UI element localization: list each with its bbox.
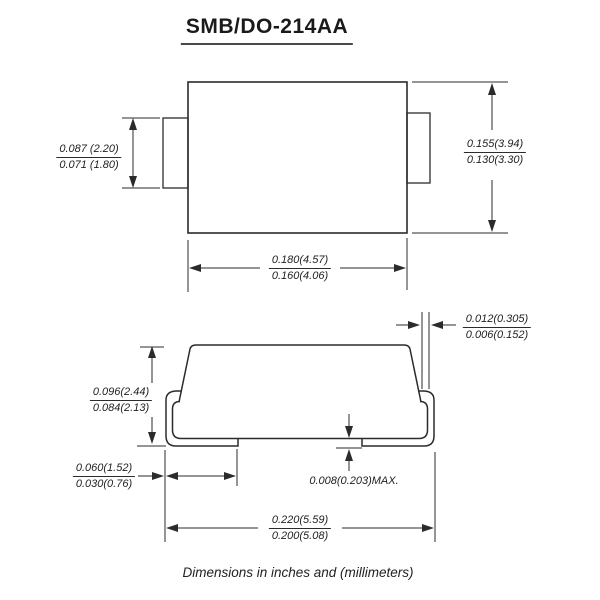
dim-max-value: 0.096(2.44) — [89, 386, 153, 401]
dim-max-value: 0.220(5.59) — [268, 514, 332, 529]
dim-max-value: 0.060(1.52) — [72, 462, 136, 477]
dim-min-value: 0.030(0.76) — [75, 478, 133, 490]
dim-max-value: 0.012(0.305) — [462, 313, 532, 328]
dim-max-value: 0.155(3.94) — [463, 138, 527, 153]
top-view-right-terminal — [406, 112, 431, 184]
dim-lead-thickness: 0.012(0.305) 0.006(0.152) — [462, 313, 532, 342]
dim-min-value: 0.071 (1.80) — [59, 159, 119, 171]
top-view-body — [187, 81, 408, 234]
dim-min-value: 0.006(0.152) — [465, 329, 529, 341]
dim-body-width: 0.180(4.57) 0.160(4.06) — [268, 254, 332, 283]
dimension-lines — [122, 81, 508, 542]
dim-terminal-width: 0.087 (2.20) 0.071 (1.80) — [56, 143, 122, 172]
dim-max-value: 0.087 (2.20) — [56, 143, 122, 158]
top-view-left-terminal — [162, 117, 189, 189]
side-view-left-lead — [165, 390, 239, 447]
dim-min-value: 0.200(5.08) — [271, 530, 329, 542]
dim-standoff: 0.008(0.203)MAX. — [309, 475, 399, 487]
side-view-right-lead — [361, 390, 435, 447]
dim-overall-width: 0.220(5.59) 0.200(5.08) — [268, 514, 332, 543]
page-title: SMB/DO-214AA — [180, 15, 354, 45]
dim-min-value: 0.084(2.13) — [92, 402, 150, 414]
dim-body-height: 0.155(3.94) 0.130(3.30) — [463, 138, 527, 167]
dim-body-thickness: 0.096(2.44) 0.084(2.13) — [89, 386, 153, 415]
dim-max-value: 0.180(4.57) — [268, 254, 332, 269]
dim-min-value: 0.130(3.30) — [466, 154, 524, 166]
dim-min-value: 0.160(4.06) — [271, 270, 329, 282]
side-view-body — [178, 344, 422, 440]
units-caption: Dimensions in inches and (millimeters) — [182, 565, 414, 580]
dimension-arrowheads — [129, 83, 496, 532]
dim-foot-length: 0.060(1.52) 0.030(0.76) — [72, 462, 136, 491]
